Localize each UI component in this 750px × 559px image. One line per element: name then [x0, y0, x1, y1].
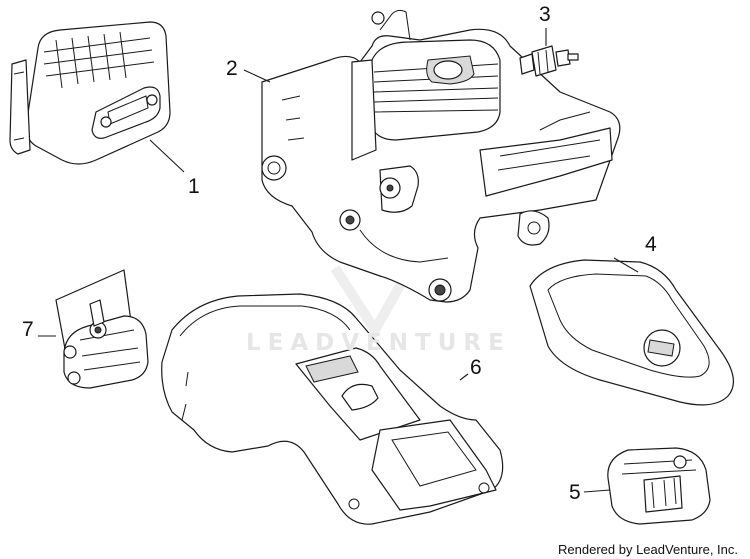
callout-4[interactable]: 4: [645, 233, 657, 256]
watermark-emblem: [330, 265, 415, 340]
part-7-carburetor[interactable]: [38, 269, 149, 389]
watermark-text: LEADVENTURE: [246, 330, 511, 356]
part-1-muffler[interactable]: [9, 21, 185, 173]
callout-6[interactable]: 6: [470, 356, 482, 379]
callout-3[interactable]: 3: [539, 3, 551, 26]
part-3-spark-plug[interactable]: [519, 28, 579, 77]
part-2-engine[interactable]: [243, 9, 621, 303]
part-6-shroud[interactable]: [161, 293, 504, 525]
callout-1[interactable]: 1: [188, 175, 200, 198]
callout-2[interactable]: 2: [226, 57, 238, 80]
callout-5[interactable]: 5: [569, 481, 581, 504]
footer-credit: Rendered by LeadVenture, Inc.: [558, 542, 738, 557]
part-4-top-cover[interactable]: [529, 257, 735, 406]
part-5-air-filter[interactable]: [583, 447, 711, 525]
callout-7[interactable]: 7: [22, 318, 34, 341]
